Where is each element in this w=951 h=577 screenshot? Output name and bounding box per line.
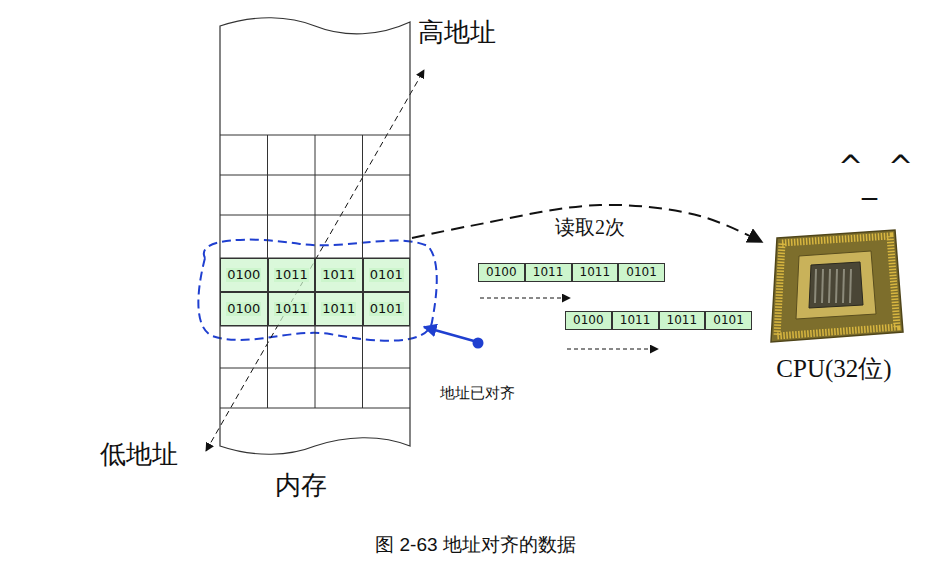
memory-cell: 0101 — [363, 292, 411, 326]
bit-group: 0100 — [485, 266, 518, 279]
memory-label: 内存 — [275, 468, 327, 503]
read-arrow — [412, 205, 762, 242]
smiley-eye: ^ — [888, 150, 913, 185]
cpu-pins — [777, 236, 897, 336]
cpu-picture — [763, 228, 905, 346]
smiley-mouth: _ — [862, 166, 877, 201]
cpu-die — [809, 262, 863, 308]
data-word-cell: 0100 — [565, 311, 612, 330]
die-stripe — [815, 269, 816, 303]
memory-cell: 1011 — [268, 258, 316, 292]
memory-cell: 0100 — [220, 258, 268, 292]
bit-group: 1011 — [579, 266, 612, 279]
memory-cell: 0101 — [363, 258, 411, 292]
data-word-cell: 0101 — [618, 263, 665, 282]
smiley-eye: ^ — [838, 150, 863, 185]
transfer-arrow — [567, 349, 658, 350]
bit-group: 1011 — [532, 266, 565, 279]
figure-caption: 图 2-63 地址对齐的数据 — [0, 534, 951, 556]
data-word-cell: 1011 — [572, 263, 619, 282]
die-stripe — [850, 269, 851, 303]
data-word-cell: 0101 — [705, 311, 752, 330]
bit-group: 1011 — [619, 314, 652, 327]
memory-strip: 01001011101101010100101110110101内存 — [220, 22, 410, 452]
memory-cell: 0100 — [220, 292, 268, 326]
bit-group: 0100 — [226, 302, 261, 316]
bit-group: 1011 — [666, 314, 699, 327]
die-stripe — [829, 269, 830, 303]
bit-group: 0101 — [369, 268, 404, 282]
die-stripe — [843, 269, 844, 303]
cpu-chip: CPU(32位) — [763, 228, 905, 346]
pointer-dot — [473, 338, 484, 349]
cpu-substrate — [771, 230, 903, 342]
memory-border — [220, 18, 410, 455]
memory-outline — [220, 22, 410, 452]
memory-cell: 1011 — [315, 258, 363, 292]
callout-label: 地址已对齐 — [440, 384, 515, 401]
axis-label: 低地址 — [100, 440, 178, 470]
bit-group: 0100 — [572, 314, 605, 327]
edge-label: 读取2次 — [553, 216, 627, 239]
die-stripe — [836, 269, 837, 303]
address-axis-arrow — [206, 70, 424, 451]
bit-group: 0101 — [712, 314, 745, 327]
bit-group: 1011 — [321, 302, 356, 316]
bit-group: 0100 — [226, 268, 261, 282]
pointer-arrow — [424, 327, 474, 341]
bit-group: 0101 — [369, 302, 404, 316]
data-word-cell: 1011 — [525, 263, 572, 282]
die-stripe — [822, 269, 823, 303]
data-word-cell: 1011 — [612, 311, 659, 330]
data-word-cell: 0100 — [478, 263, 525, 282]
axis-label: 高地址 — [418, 18, 496, 48]
bit-group: 1011 — [321, 268, 356, 282]
cpu-label: CPU(32位) — [776, 352, 891, 385]
memory-cell: 1011 — [268, 292, 316, 326]
selection-outline — [198, 240, 436, 341]
data-word-cell: 1011 — [659, 311, 706, 330]
memory-cell: 1011 — [315, 292, 363, 326]
bit-group: 0101 — [625, 266, 658, 279]
bit-group: 1011 — [274, 302, 309, 316]
cpu-pad — [796, 251, 876, 319]
bit-group: 1011 — [274, 268, 309, 282]
transfer-arrow — [480, 298, 570, 299]
